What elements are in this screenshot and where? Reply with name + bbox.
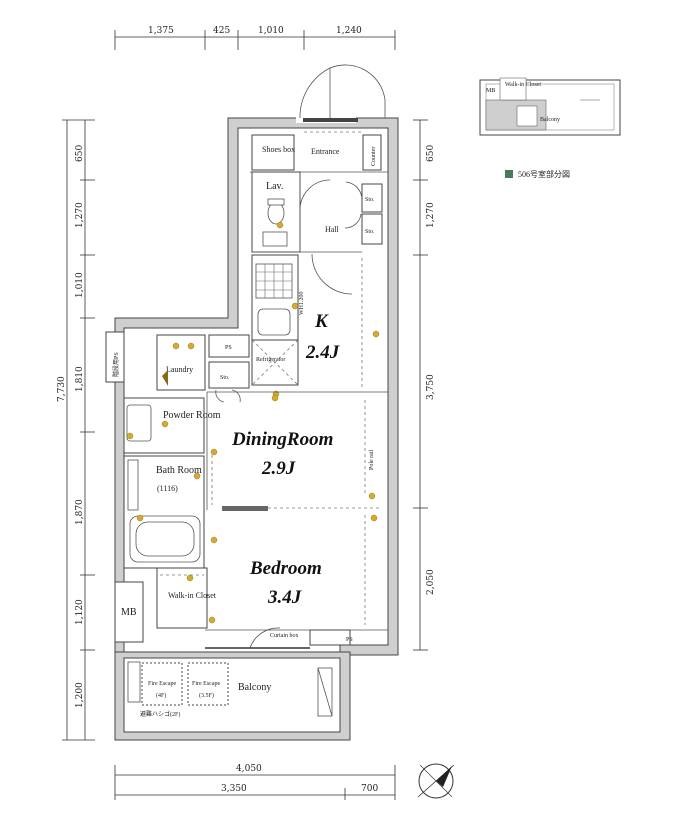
walk-in-closet [156,567,208,629]
hall-label: Hall [325,225,340,234]
right-dimension: 650 1,270 3,750 2,050 [413,119,436,651]
bottom-dimension: 4,050 3,350 700 [114,764,396,800]
stair-ps-label: 階段用PS [112,352,120,377]
mb [114,581,144,643]
washbasin-icon [126,404,152,442]
walkin-label: Walk-in Closet [168,591,217,600]
counter-label: Counter [371,147,377,166]
fire-escape-2 [187,662,229,706]
compass-icon [417,763,455,799]
curtain-box-label: Curtain box [270,633,299,639]
dining-size: 2.9J [261,458,296,479]
dim-left-4: 1,810 [75,366,85,392]
kitchen-door-swing [311,253,353,295]
ps-1-label: PS [225,345,232,351]
entrance-label: Entrance [311,147,340,156]
dim-bottom-2: 700 [361,784,378,794]
kitchen: Refrigerator WH1.200 [251,254,305,398]
lav-sink-icon [262,231,288,247]
dim-right-2: 1,270 [426,202,436,228]
dim-top-1: 1,375 [148,26,174,36]
fire-escape-2-note: (3.5F) [199,692,214,699]
ps-2-label: PS [346,637,353,643]
stair-ps [105,331,125,383]
fire-escape-1-label: Fire Escape [148,681,176,687]
dim-left-3: 1,010 [75,272,85,298]
laundry [156,334,206,391]
bath-size: (1116) [157,484,178,493]
dim-left-total: 7,730 [57,376,67,402]
dim-right-1: 650 [426,145,436,162]
dim-right-3: 3,750 [426,374,436,400]
mb-label: MB [121,607,137,618]
bath-label: Bath Room [156,465,202,476]
key-plan-legend: 506号室部分図 [518,169,570,179]
legend-swatch [505,170,513,178]
dim-left-5: 1,870 [75,499,85,525]
balcony-label: Balcony [238,682,271,693]
key-plan: MB Walk-in Closet Balcony 506号室部分図 [479,77,621,179]
counter [362,134,382,171]
dining-label: DiningRoom [231,429,333,450]
laundry-label: Laundry [166,365,193,374]
kitchen-size: 2.4J [305,342,340,363]
dim-left-6: 1,120 [75,599,85,625]
fire-escape-1-note: (4F) [156,692,166,699]
laundry-mark [162,370,168,386]
dim-top-3: 1,010 [258,26,284,36]
storage-3 [208,361,250,389]
fire-escape-1 [141,662,183,706]
outlet-icon [276,221,284,229]
kitchen-sink-icon [257,308,291,336]
shoes-box-label: Shoes box [262,145,295,154]
dim-top-2: 425 [213,26,230,36]
dim-right-4: 2,050 [426,569,436,595]
storage-1 [361,183,383,213]
dim-bottom-1: 3,350 [221,784,247,794]
dim-top-4: 1,240 [336,26,362,36]
sliding-partition [222,506,268,511]
bedroom-label: Bedroom [249,558,322,579]
bedroom-size: 3.4J [267,587,302,608]
powder-label-1: Powder Room [163,410,221,421]
dim-bottom-total: 4,050 [236,764,262,774]
top-dimension: 1,375 425 1,010 1,240 [114,26,396,50]
lav-label: Lav. [266,181,283,192]
fire-escape-2-label: Fire Escape [192,681,220,687]
kitchen-label: K [314,311,329,332]
toilet-tank [267,198,285,206]
key-plan-closet: Walk-in Closet [505,82,541,88]
dim-left-1: 650 [75,145,85,162]
entrance-door [296,64,386,123]
key-plan-mb: MB [486,88,495,94]
key-plan-balcony: Balcony [540,117,560,123]
refrigerator-label: Refrigerator [256,356,285,363]
storage-1-label: Sto. [365,197,375,203]
wall-height-label: WH1.200 [299,292,305,316]
dim-left-7: 1,200 [75,682,85,708]
left-dimension: 650 1,270 1,010 1,810 7,730 1,870 1,120 … [57,119,95,741]
ps-2 [309,629,351,646]
dim-left-2: 1,270 [75,202,85,228]
storage-3-label: Sto. [220,375,230,381]
storage-2-label: Sto. [365,229,375,235]
ps-1 [208,334,250,358]
shoes-box [251,134,295,171]
ladder-label: 避難ハシゴ(2F) [140,710,180,718]
storage-2 [361,213,383,245]
pole-rail-label: Pole rail [369,450,375,470]
